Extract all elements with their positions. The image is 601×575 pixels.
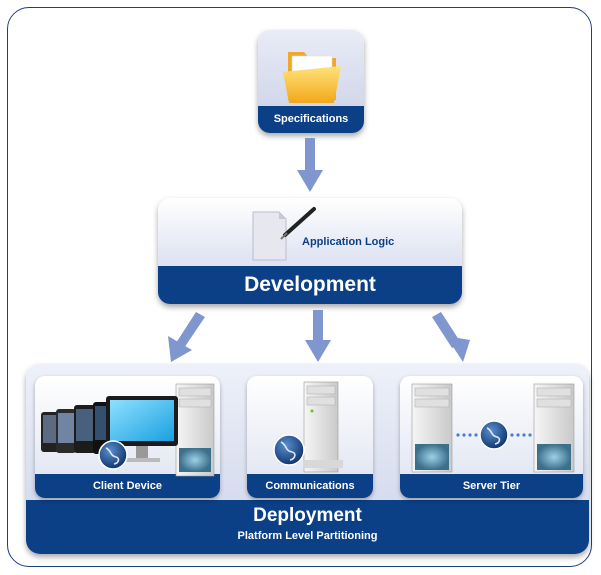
arrow-dev-to-server bbox=[432, 312, 470, 362]
arrow-dev-to-client bbox=[168, 312, 205, 362]
development-box: Development bbox=[158, 198, 462, 304]
globe-icon bbox=[479, 420, 509, 450]
server-tower-icon bbox=[411, 383, 453, 473]
globe-icon bbox=[98, 440, 128, 470]
arrow-spec-to-dev bbox=[297, 138, 323, 192]
monitor-icon bbox=[106, 396, 178, 462]
development-title: Development bbox=[158, 266, 462, 304]
deployment-bar: Deployment Platform Level Partitioning bbox=[26, 500, 589, 554]
globe-icon bbox=[273, 434, 305, 466]
comm-server-tower-icon bbox=[303, 381, 343, 473]
document-pen-icon bbox=[252, 207, 316, 261]
application-logic-label: Application Logic bbox=[302, 236, 395, 248]
network-link-dots bbox=[456, 433, 532, 437]
server-tower-icon bbox=[533, 383, 575, 473]
client-device-label: Client Device bbox=[35, 474, 220, 498]
folder-icon bbox=[283, 52, 341, 103]
communications-label: Communications bbox=[247, 474, 373, 498]
specifications-label: Specifications bbox=[258, 106, 364, 133]
server-tier-label: Server Tier bbox=[400, 474, 583, 498]
client-server-tower-icon bbox=[175, 383, 215, 477]
deployment-title: Deployment bbox=[253, 505, 362, 526]
deployment-subtitle: Platform Level Partitioning bbox=[237, 530, 378, 542]
arrow-dev-to-comm bbox=[305, 310, 331, 362]
